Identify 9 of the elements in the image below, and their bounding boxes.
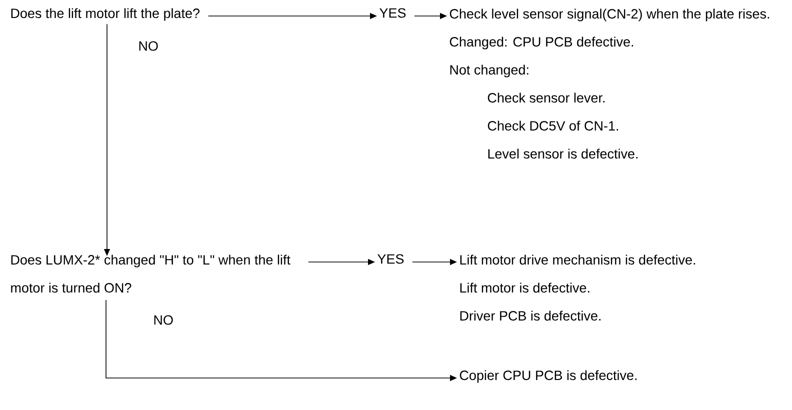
instruction-text: Check level sensor signal(CN-2) when the plate rises. Changed: CPU PCB defective. Not changed: Check sensor lever. Check DC5V of CN-1. Level sensor is defective.	[450, 8, 770, 159]
question-text: Does the lift motor lift the plate?	[11, 8, 200, 21]
edge-label: NO	[154, 315, 173, 325]
question-text: Does LUMX-2* changed "H" to "L" when the lift motor is turned ON?	[11, 254, 290, 293]
edge-label: NO	[139, 41, 158, 51]
instruction-text: Copier CPU PCB is defective.	[460, 370, 637, 383]
answer-text: YES	[380, 8, 406, 18]
answer-text: YES	[378, 254, 404, 264]
instruction-text: Lift motor drive mechanism is defective. Lift motor is defective. Driver PCB is defective.	[460, 254, 696, 321]
